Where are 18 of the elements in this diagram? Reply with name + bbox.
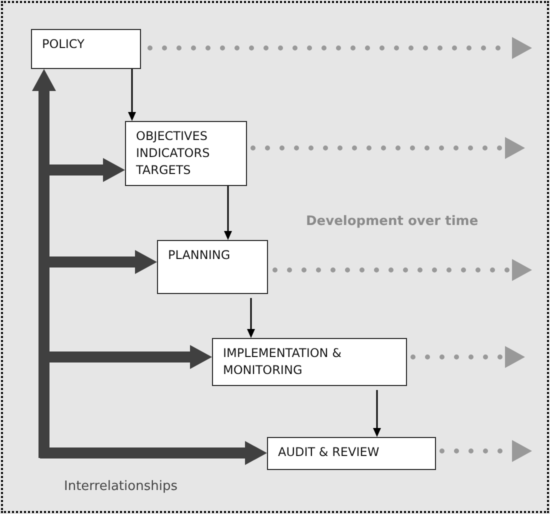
arrow <box>373 390 381 437</box>
annotation-text: Development over time <box>306 214 478 229</box>
process-box: OBJECTIVES INDICATORS TARGETS <box>125 121 247 186</box>
process-box: PLANNING <box>157 240 268 294</box>
arrow <box>224 186 232 240</box>
process-box: POLICY <box>31 29 141 69</box>
dotted-arrow <box>440 440 532 462</box>
process-box: IMPLEMENTATION & MONITORING <box>212 338 407 386</box>
dotted-arrow <box>410 346 525 368</box>
annotation-text: Interrelationships <box>64 479 178 494</box>
dotted-arrow <box>272 259 532 281</box>
arrow <box>247 298 255 338</box>
thick-arrow <box>40 441 267 465</box>
dotted-arrow <box>250 137 525 159</box>
process-box: AUDIT & REVIEW <box>267 437 436 470</box>
arrow <box>128 69 136 121</box>
thick-arrow <box>32 69 56 458</box>
dotted-arrow <box>148 37 532 59</box>
